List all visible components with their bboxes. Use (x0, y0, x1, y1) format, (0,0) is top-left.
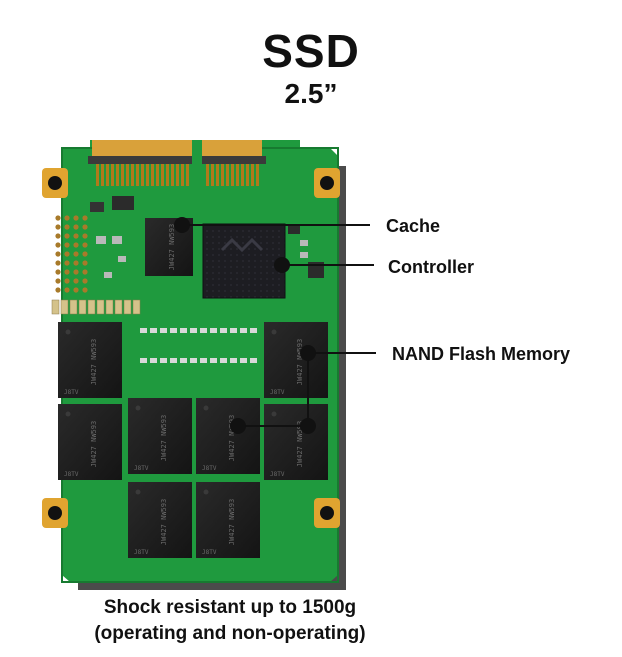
trace-area (140, 328, 257, 363)
cache-label: Cache (386, 216, 441, 236)
small-components (90, 196, 324, 278)
mount-holes (42, 168, 340, 528)
nand-chip-marking: JW427 NW593 (160, 415, 168, 461)
nand-chip-code: J8TV (270, 389, 285, 396)
nand-chip-marking: JW427 NW593 (228, 415, 236, 461)
nand-chip-code: J8TV (134, 465, 149, 472)
nand-chip-marking: JW427 NW593 (296, 421, 304, 467)
nand-callout-dot-3 (230, 418, 246, 434)
cache-callout-dot (174, 217, 190, 233)
controller-chip (202, 223, 286, 299)
sata-connector (88, 140, 266, 186)
cache-chip-marking: JW427 NW593 (168, 224, 176, 270)
nand-chip-marking: JW427 NW593 (160, 499, 168, 545)
pin-array (55, 215, 88, 293)
controller-label: Controller (388, 257, 475, 277)
nand-chip-code: J8TV (202, 465, 217, 472)
nand-chip-code: J8TV (134, 549, 149, 556)
nand-callout-dot-2 (300, 418, 316, 434)
connector-pins (96, 164, 259, 186)
callouts (174, 217, 376, 434)
nand-chip-marking: JW427 NW593 (90, 339, 98, 385)
resistor-row (51, 299, 141, 315)
nand-callout-dot-1 (300, 345, 316, 361)
nand-chip-code: J8TV (270, 471, 285, 478)
caption-line-2: (operating and non-operating) (94, 623, 366, 644)
nand-label: NAND Flash Memory (392, 344, 571, 364)
nand-chip-marking: JW427 NW593 (296, 339, 304, 385)
nand-chip-code: J8TV (64, 471, 79, 478)
nand-chip-code: J8TV (64, 389, 79, 396)
nand-chip-code: J8TV (202, 549, 217, 556)
nand-chip-marking: JW427 NW593 (90, 421, 98, 467)
controller-callout-dot (274, 257, 290, 273)
page-subtitle: 2.5” (284, 78, 338, 109)
caption-line-1: Shock resistant up to 1500g (103, 597, 357, 618)
nand-chip-marking: JW427 NW593 (228, 499, 236, 545)
page-title: SSD (262, 25, 360, 77)
